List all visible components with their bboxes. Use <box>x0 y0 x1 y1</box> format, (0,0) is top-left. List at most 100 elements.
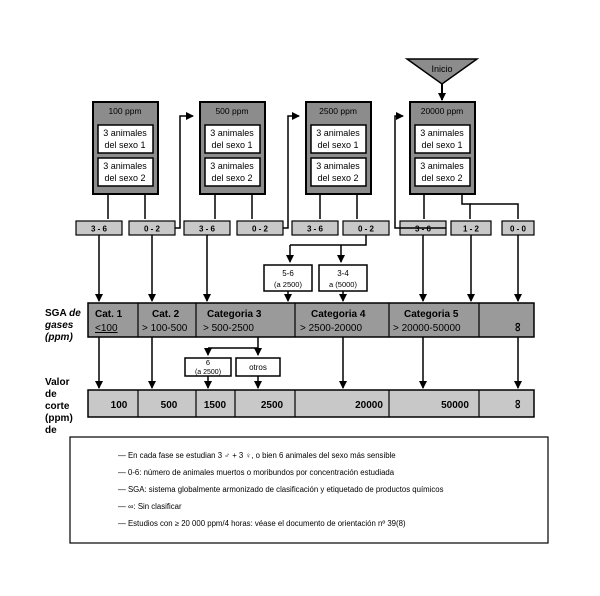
stage-2500ppm: 2500 ppm 3 animales del sexo 1 3 animale… <box>305 101 372 195</box>
outcome-box: 0 - 0 <box>501 220 535 236</box>
svg-text:de: de <box>45 425 57 436</box>
note-line: — 0-6: número de animales muertos o mori… <box>118 468 395 477</box>
animal-box-sex1 <box>414 124 471 154</box>
svg-text:3 - 6: 3 - 6 <box>91 225 108 234</box>
cutoff-value: 50000 <box>441 400 469 411</box>
animal-box-sex1 <box>97 124 154 154</box>
svg-text:(ppm): (ppm) <box>45 413 73 424</box>
legend-notes: — En cada fase se estudian 3 ♂ + 3 ♀, o … <box>69 436 549 544</box>
svg-text:SGA de: SGA de <box>45 308 81 319</box>
arrows-to-cutoff <box>95 337 522 389</box>
cutoff-value: 20000 <box>355 400 383 411</box>
svg-text:3-4: 3-4 <box>337 269 349 278</box>
animal-box-sex2 <box>414 157 471 187</box>
infinity-symbol: ∞ <box>511 322 526 331</box>
svg-text:Cat. 1: Cat. 1 <box>95 309 123 320</box>
svg-text:6: 6 <box>206 358 210 367</box>
svg-text:0 - 2: 0 - 2 <box>358 225 375 234</box>
sga-category-unclassified: ∞ <box>511 322 526 331</box>
svg-text:3 animales: 3 animales <box>420 128 464 138</box>
svg-text:> 20000-50000: > 20000-50000 <box>393 323 461 334</box>
svg-text:del sexo 1: del sexo 1 <box>211 140 252 150</box>
note-line: — SGA: sistema globalmente armonizado de… <box>118 485 444 494</box>
sga-category-row: Cat. 1 <100 Cat. 2 > 100-500 Categoria 3… <box>87 302 535 338</box>
upper-branch-connectors <box>286 235 367 263</box>
arrows-to-sga <box>95 235 522 302</box>
svg-text:(ppm): (ppm) <box>45 332 73 343</box>
sga-row-label: SGA de gases (ppm) <box>44 308 81 343</box>
svg-text:a (5000): a (5000) <box>329 280 357 289</box>
svg-text:otros: otros <box>249 363 267 372</box>
svg-text:0 - 0: 0 - 0 <box>510 225 527 234</box>
note-line: — En cada fase se estudian 3 ♂ + 3 ♀, o … <box>118 451 396 460</box>
stage-to-outcome-connectors <box>107 194 519 219</box>
animal-box-sex1 <box>310 124 367 154</box>
svg-text:3 animales: 3 animales <box>103 161 147 171</box>
outcome-box: 1 - 2 <box>450 220 492 236</box>
sga-category: Cat. 2 > 100-500 <box>142 309 188 334</box>
svg-text:3 animales: 3 animales <box>316 161 360 171</box>
svg-text:3 - 6: 3 - 6 <box>415 225 432 234</box>
outcome-box: 0 - 2 <box>342 220 390 236</box>
cutoff-value: 500 <box>161 400 178 411</box>
svg-text:3 - 6: 3 - 6 <box>307 225 324 234</box>
svg-text:del sexo 2: del sexo 2 <box>421 173 462 183</box>
outcome-box: 3 - 6 <box>75 220 123 236</box>
cutoff-value: 2500 <box>261 400 284 411</box>
svg-text:corte: corte <box>45 401 70 412</box>
sga-category: Categoria 3 > 500-2500 <box>203 309 262 334</box>
svg-text:3 animales: 3 animales <box>103 128 147 138</box>
svg-text:0 - 2: 0 - 2 <box>144 225 161 234</box>
svg-text:del sexo 2: del sexo 2 <box>317 173 358 183</box>
svg-text:(a 2500): (a 2500) <box>195 369 221 376</box>
svg-text:del sexo 1: del sexo 1 <box>104 140 145 150</box>
svg-text:<100: <100 <box>95 323 118 334</box>
stage-conc: 500 ppm <box>215 106 248 116</box>
lower-branch-connectors <box>204 337 262 356</box>
svg-text:5-6: 5-6 <box>282 269 294 278</box>
svg-text:3 animales: 3 animales <box>210 128 254 138</box>
animal-box-sex2 <box>204 157 261 187</box>
outcome-boxes: 3 - 6 0 - 2 3 - 6 0 - 2 3 - 6 0 - 2 3 - … <box>75 220 535 236</box>
branch-box: 5-6 (a 2500) <box>263 264 313 292</box>
outcome-box: 0 - 2 <box>236 220 284 236</box>
svg-text:gases: gases <box>44 320 74 331</box>
note-line: — ∞: Sin clasificar <box>118 502 182 511</box>
cutoff-value-row: 100 500 1500 2500 20000 50000 ∞ <box>87 389 535 418</box>
svg-text:3 animales: 3 animales <box>316 128 360 138</box>
stage-20000ppm: 20000 ppm 3 animales del sexo 1 3 animal… <box>409 101 476 195</box>
stage-100ppm: 100 ppm 3 animales del sexo 1 3 animales… <box>92 101 159 195</box>
branch-box: 3-4 a (5000) <box>318 264 368 292</box>
svg-text:(a 2500): (a 2500) <box>274 280 302 289</box>
start-label: Inicio <box>431 64 452 74</box>
cutoff-value: 1500 <box>204 400 227 411</box>
svg-text:3 animales: 3 animales <box>210 161 254 171</box>
svg-text:Categoria 3: Categoria 3 <box>207 309 262 320</box>
sga-category: Categoria 4 > 2500-20000 <box>300 309 366 334</box>
svg-text:> 2500-20000: > 2500-20000 <box>300 323 362 334</box>
svg-text:> 500-2500: > 500-2500 <box>203 323 254 334</box>
infinity-symbol: ∞ <box>511 399 526 408</box>
start-node: Inicio <box>404 58 480 85</box>
sga-category: Cat. 1 <100 <box>95 309 123 334</box>
animal-box-sex1 <box>204 124 261 154</box>
svg-text:del sexo 2: del sexo 2 <box>211 173 252 183</box>
stage-conc: 100 ppm <box>108 106 141 116</box>
stage-500ppm: 500 ppm 3 animales del sexo 1 3 animales… <box>199 101 266 195</box>
cutoff-row-label: Valor de corte (ppm) de <box>45 377 73 436</box>
outcome-box: 3 - 6 <box>291 220 339 236</box>
stage-conc: 2500 ppm <box>319 106 357 116</box>
outcome-box: 3 - 6 <box>183 220 231 236</box>
svg-text:de: de <box>45 389 57 400</box>
svg-text:Valor: Valor <box>45 377 70 388</box>
svg-text:> 100-500: > 100-500 <box>142 323 188 334</box>
svg-text:Categoria 5: Categoria 5 <box>404 309 459 320</box>
stage-conc: 20000 ppm <box>421 106 464 116</box>
svg-text:0 - 2: 0 - 2 <box>252 225 269 234</box>
svg-text:del sexo 1: del sexo 1 <box>317 140 358 150</box>
animal-box-sex2 <box>97 157 154 187</box>
sga-category: Categoria 5 > 20000-50000 <box>393 309 461 334</box>
svg-text:del sexo 2: del sexo 2 <box>104 173 145 183</box>
branch-box: 6 (a 2500) <box>184 357 232 377</box>
